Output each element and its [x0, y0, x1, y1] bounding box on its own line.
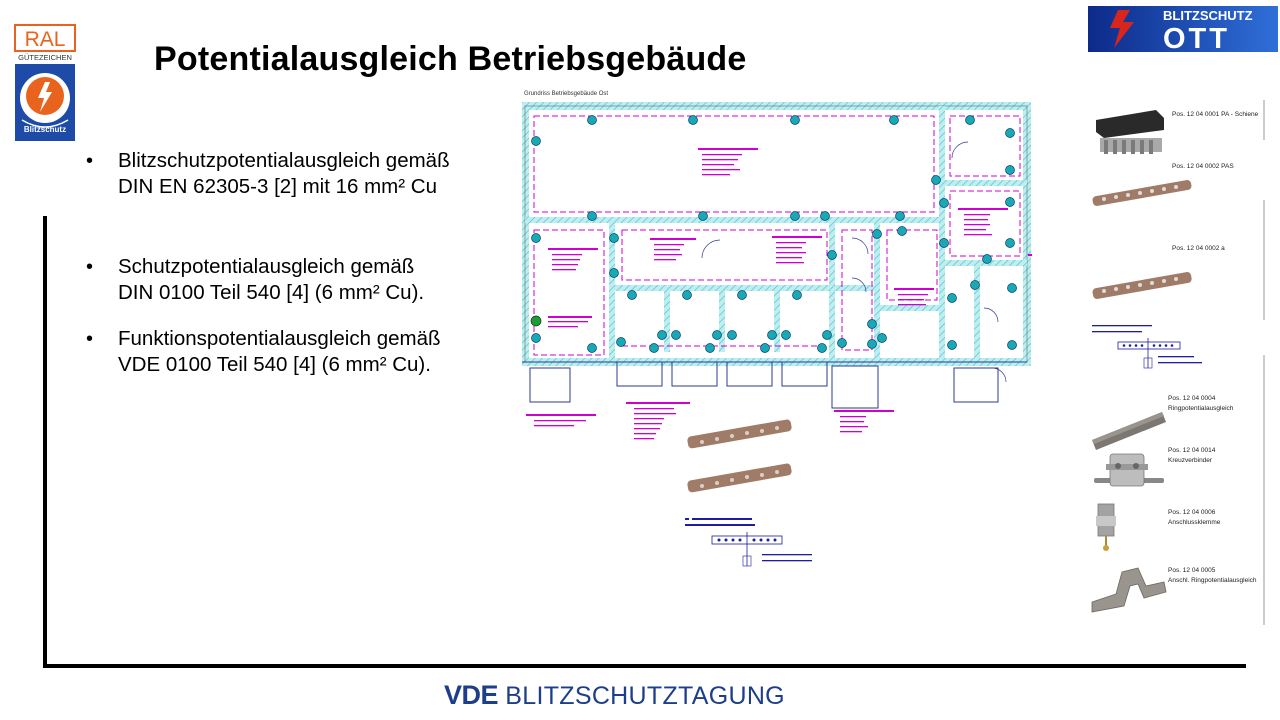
footer-vde: VDE [444, 680, 499, 710]
part-anschlussklemme: Pos. 12 04 0006 Anschlussklemme [1096, 503, 1221, 551]
frame-line-vertical [43, 216, 47, 668]
bullet-item: • Blitzschutzpotentialausgleich gemäß DI… [86, 148, 548, 200]
ral-logo-subtext: GÜTEZEICHEN [18, 53, 72, 62]
plan-alcoves [522, 361, 1027, 409]
parts-catalog: Pos. 12 04 0001 PA - Schiene Pos. 12 04 … [1091, 100, 1265, 625]
ral-logo: RAL GÜTEZEICHEN Blitzschutz [14, 24, 76, 141]
part-label: Pos. 12 04 0001 PA - Schiene [1172, 111, 1259, 118]
bullet-item: • Schutzpotentialausgleich gemäß DIN 010… [86, 254, 548, 306]
door-arcs [701, 141, 1007, 383]
connection-points [531, 115, 1017, 353]
frame-line-horizontal [43, 664, 1246, 668]
busbar-drawing [685, 419, 812, 567]
plan-annotations [526, 148, 1032, 440]
ral-badge-text: Blitzschutz [24, 125, 66, 134]
part-pa-schiene: Pos. 12 04 0001 PA - Schiene [1096, 110, 1259, 154]
footer-brand: VDE BLITZSCHUTZTAGUNG [444, 680, 785, 711]
part-label: Pos. 12 04 0006 [1168, 509, 1216, 516]
bullet-line: Funktionspotentialausgleich gemäß [118, 327, 441, 350]
part-label: Pos. 12 04 0014 [1168, 447, 1216, 454]
floor-plan-diagram: Grundriss Betriebsgebäude Ost [522, 91, 1032, 567]
part-description: Kreuzverbinder [1168, 457, 1213, 464]
part-kreuzverbinder: Pos. 12 04 0014 Kreuzverbinder [1094, 447, 1216, 487]
part-description: Anschlussklemme [1168, 519, 1221, 526]
bullet-line: Schutzpotentialausgleich gemäß [118, 255, 415, 278]
bullet-dot: • [86, 328, 94, 350]
bullet-line: Blitzschutzpotentialausgleich gemäß [118, 149, 450, 172]
part-pas: Pos. 12 04 0002 PAS [1092, 163, 1234, 206]
bullet-item: • Funktionspotentialausgleich gemäß VDE … [86, 326, 548, 378]
part-pa-schematic [1092, 325, 1202, 369]
main-earthing-point [530, 315, 542, 327]
bullet-dot: • [86, 256, 94, 278]
ott-logo-top: BLITZSCHUTZ [1163, 8, 1253, 23]
part-label: Pos. 12 04 0005 [1168, 567, 1216, 574]
part-label: Pos. 12 04 0004 [1168, 395, 1216, 402]
bullet-dot: • [86, 150, 94, 172]
bullet-line: DIN 0100 Teil 540 [4] (6 mm² Cu). [118, 281, 425, 304]
part-anschluss-ring: Pos. 12 04 0005 Anschl. Ringpotentialaus… [1091, 567, 1257, 613]
part-description: Anschl. Ringpotentialausgleich [1168, 577, 1257, 584]
ott-logo-name: OTT [1163, 23, 1230, 52]
plan-caption: Grundriss Betriebsgebäude Ost [524, 91, 608, 97]
ott-logo: BLITZSCHUTZ OTT [1088, 6, 1278, 52]
bullet-line: VDE 0100 Teil 540 [4] (6 mm² Cu). [118, 353, 431, 376]
part-pas-a: Pos. 12 04 0002 a [1092, 245, 1225, 299]
slide-title: Potentialausgleich Betriebsgebäude [154, 40, 747, 78]
ral-logo-text: RAL [25, 28, 66, 51]
part-ringpotential: Pos. 12 04 0004 Ringpotentialausgleich [1092, 395, 1234, 450]
part-description: Ringpotentialausgleich [1168, 405, 1234, 412]
part-label: Pos. 12 04 0002 a [1172, 245, 1225, 252]
bullet-line: DIN EN 62305-3 [2] mit 16 mm² Cu [118, 175, 437, 198]
footer-event: BLITZSCHUTZTAGUNG [498, 682, 785, 710]
interior-walls [525, 106, 1027, 362]
part-label: Pos. 12 04 0002 PAS [1172, 163, 1234, 170]
